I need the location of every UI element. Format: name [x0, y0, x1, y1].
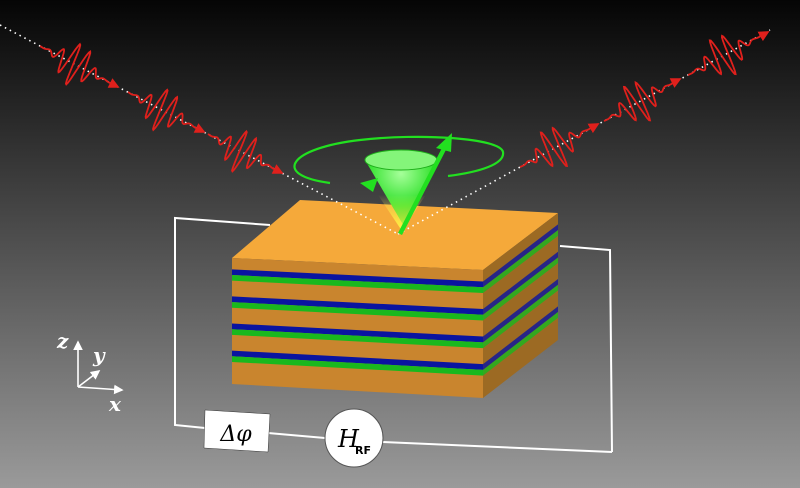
stack-top-face [232, 200, 558, 270]
incoming-pulse-2 [127, 88, 206, 133]
layer-blue-2-side [483, 251, 558, 315]
layer-blue-4-side [483, 306, 558, 370]
layer-blue-1-front [232, 269, 483, 288]
stack-layers [232, 224, 558, 376]
layer-blue-2-front [232, 296, 483, 315]
rf-label-sub: RF [355, 444, 371, 457]
laser-pulses [39, 31, 770, 174]
rf-label-main: H [337, 425, 360, 453]
layer-green-3-side [483, 284, 558, 349]
orbit-arrowhead [360, 178, 378, 192]
layer-green-2-side [483, 257, 558, 321]
axis-label-y: y [92, 343, 106, 367]
axis-label-x: x [108, 392, 122, 416]
rf-source: H RF [324, 408, 384, 468]
layer-green-3-front [232, 329, 483, 349]
outgoing-pulse-2 [603, 78, 682, 122]
beam-path [0, 24, 771, 235]
magnetization-vector [398, 143, 448, 236]
coordinate-axes [73, 340, 124, 395]
rf-circuit-wire [174, 216, 613, 453]
multilayer-stack [232, 200, 558, 398]
outgoing-pulse-1 [519, 123, 600, 168]
precession-cone [293, 133, 505, 236]
phase-shifter-box: Δφ [203, 409, 271, 453]
precession-orbit [293, 135, 505, 185]
layer-blue-3-front [232, 323, 483, 343]
layer-blue-1-side [483, 224, 558, 288]
phase-label: Δφ [219, 422, 252, 447]
layer-green-4-side [483, 312, 558, 376]
layer-green-2-front [232, 302, 483, 321]
layer-green-1-front [232, 275, 483, 294]
incoming-pulse-3 [207, 129, 284, 174]
layer-green-1-side [483, 230, 558, 294]
axis-label-z: z [56, 329, 69, 353]
layer-green-4-front [232, 356, 483, 376]
outgoing-pulse-3 [687, 31, 770, 76]
magnetization-arrowhead [436, 133, 452, 152]
incoming-pulse-1 [39, 42, 120, 88]
layer-blue-3-side [483, 279, 558, 343]
layer-blue-4-front [232, 350, 483, 370]
